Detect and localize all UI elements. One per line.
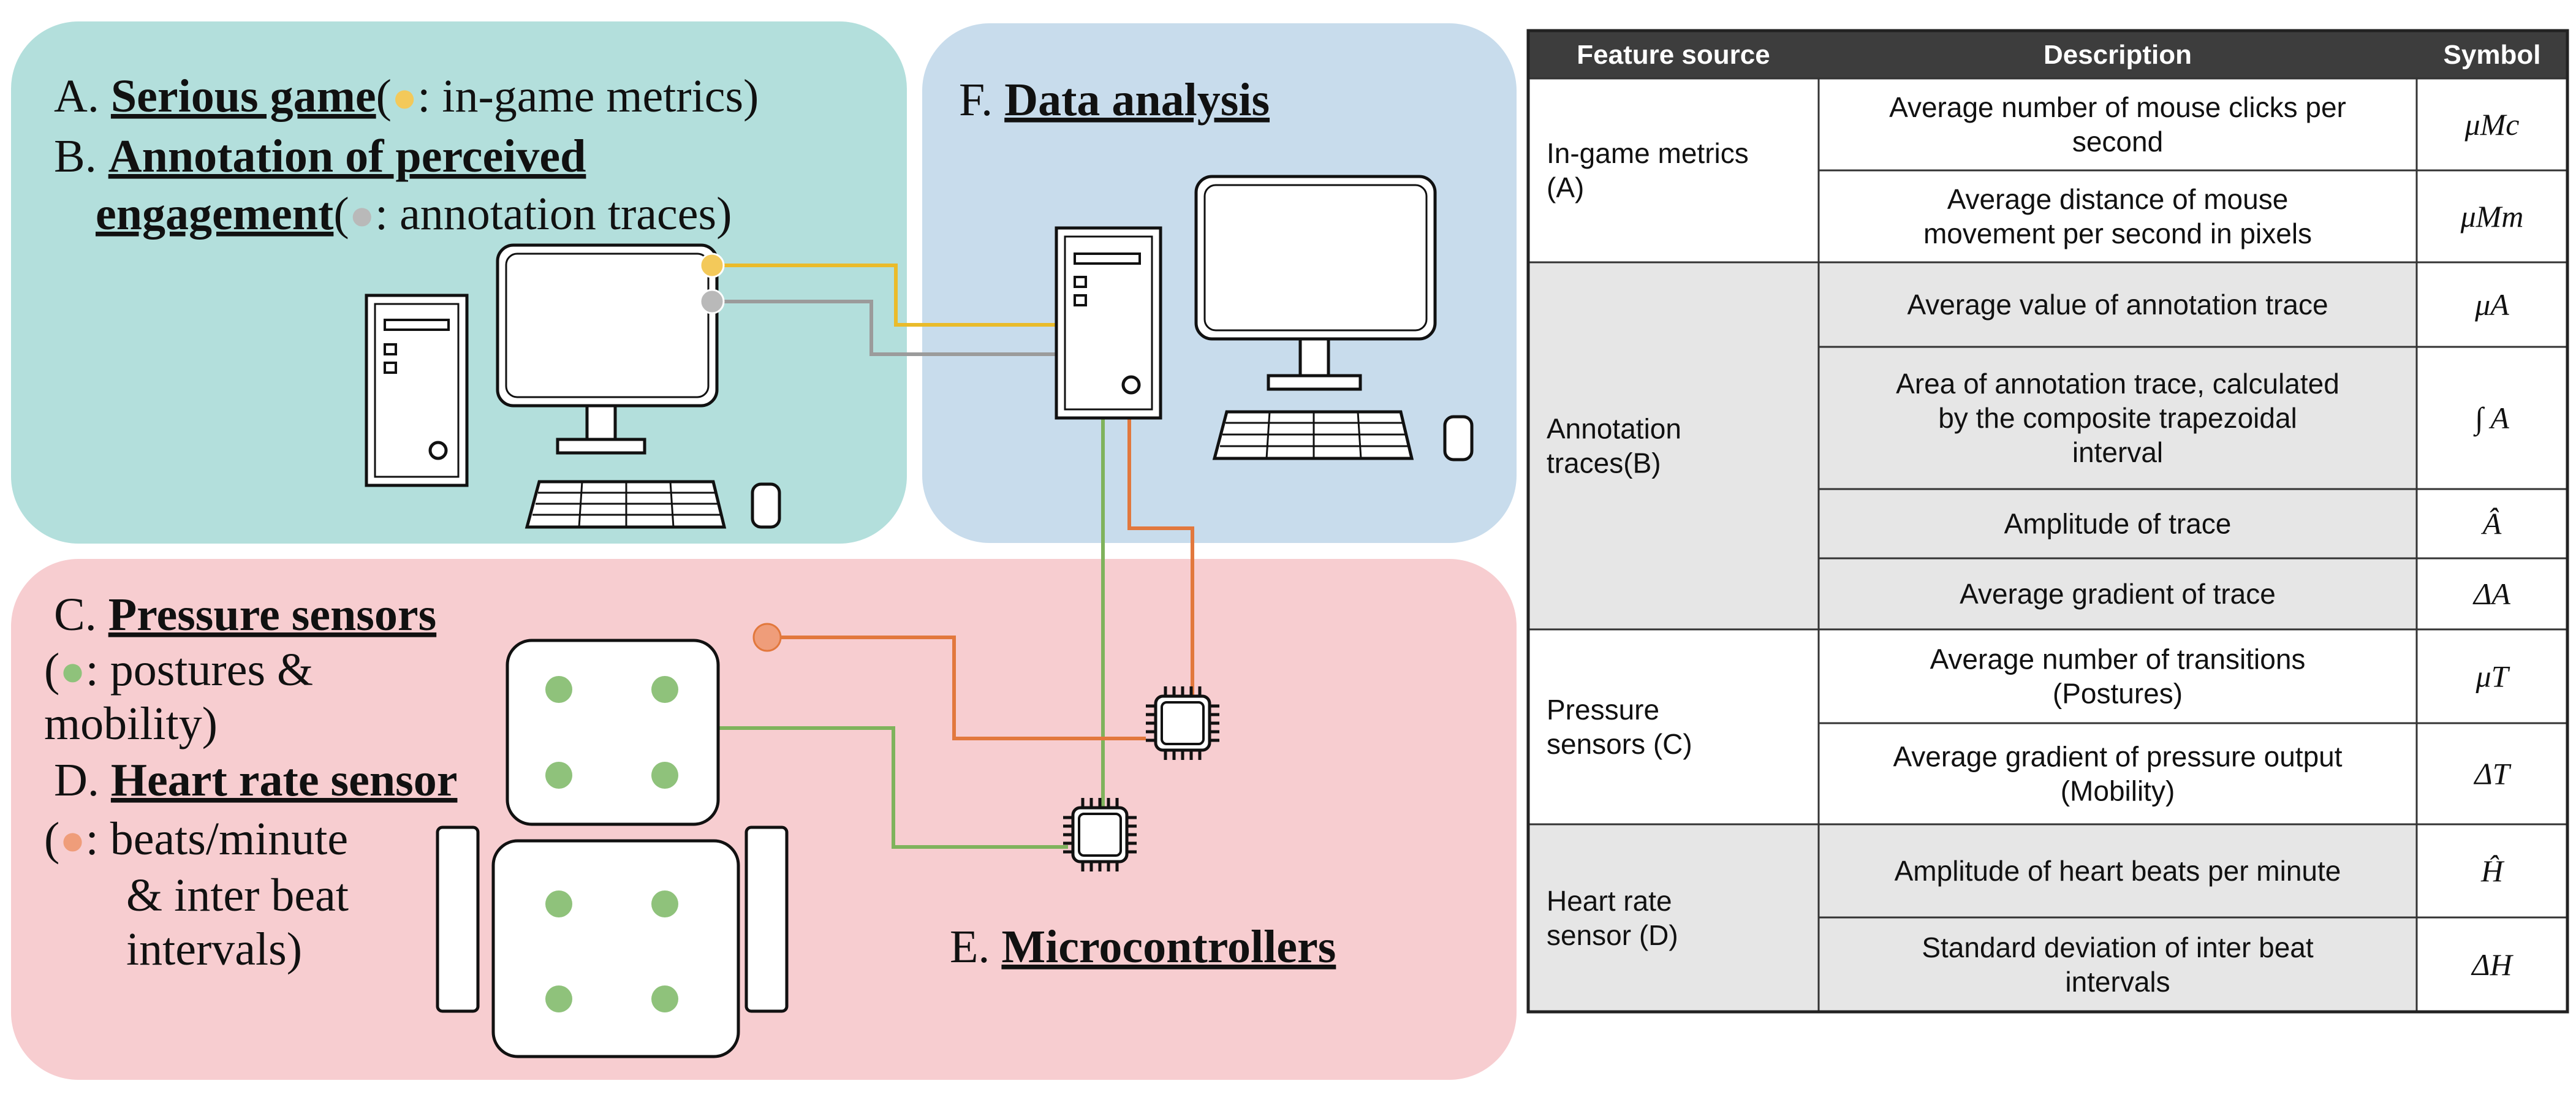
feature-description: Average number of transitions(Postures) — [1930, 643, 2306, 710]
feature-symbol: ΔA — [2472, 577, 2510, 611]
table-header-bar — [1528, 31, 2567, 78]
label-c-note: (●: postures & — [44, 644, 313, 696]
microcontroller-chip-lower — [1063, 798, 1137, 871]
game-panel — [11, 21, 907, 544]
label-b: B. Annotation of perceived — [54, 131, 586, 182]
table-source-cell — [1527, 823, 1820, 1013]
analysis-computer-monitor — [1194, 175, 1437, 391]
feature-symbol: μA — [2474, 287, 2509, 322]
label-d-note-line3: intervals) — [126, 924, 302, 975]
table-row — [1817, 557, 2418, 631]
sensor-panel — [11, 559, 1517, 1080]
label-c: C. Pressure sensors — [54, 589, 436, 640]
label-f: F. Data analysis — [959, 74, 1270, 126]
table-row — [1817, 628, 2418, 724]
pressure-legend-dot: ● — [59, 648, 85, 695]
feature-source-label: In-game metrics(A) — [1547, 137, 1749, 203]
feature-description: Average gradient of pressure output(Mobi… — [1893, 741, 2342, 807]
pressure-seat-wire — [718, 726, 1068, 849]
table-row — [1817, 722, 2418, 826]
table-header-cell: Feature source — [1577, 40, 1770, 70]
feature-description: Amplitude of heart beats per minute — [1895, 855, 2341, 887]
chair-left-armrest — [436, 826, 480, 1013]
annotation-legend-dot: ● — [349, 192, 375, 239]
table-symbol-cell — [2415, 722, 2569, 826]
analysis-computer-mouse — [1443, 415, 1474, 461]
chair-right-armrest — [744, 826, 789, 1013]
feature-symbol: Â — [2481, 507, 2502, 541]
feature-description: Average value of annotation trace — [1907, 289, 2328, 321]
microcontroller-chip-upper — [1146, 686, 1219, 760]
table-source-cell — [1527, 77, 1820, 264]
game-computer-keyboard — [525, 480, 727, 529]
in-game-metrics-wire — [711, 264, 1065, 327]
in-game-metrics-legend-dot: ● — [392, 74, 417, 121]
table-symbol-cell — [2415, 169, 2569, 264]
in-game-metrics-dot — [699, 252, 725, 278]
heart-to-pc-wire — [1127, 417, 1194, 706]
heart-rate-legend-dot: ● — [59, 817, 85, 864]
label-a: A. Serious game(●: in-game metrics) — [54, 70, 759, 122]
table-row — [1817, 488, 2418, 560]
feature-symbol: μMc — [2464, 107, 2520, 142]
chair-backrest — [506, 639, 720, 826]
annotation-trace-dot — [699, 289, 725, 314]
label-d-note-line2: & inter beat — [126, 870, 349, 921]
annotation-trace-wire — [711, 300, 1065, 356]
feature-symbol: ∫ A — [2473, 401, 2509, 437]
analysis-computer-tower — [1055, 226, 1162, 420]
table-border — [1526, 29, 2569, 1014]
feature-description: Average gradient of trace — [1960, 578, 2276, 610]
heart-rate-sensor-dot — [752, 623, 782, 652]
game-computer-monitor — [496, 243, 719, 455]
pressure-sensor-dots — [545, 676, 678, 1012]
feature-symbol: μMm — [2460, 199, 2524, 233]
feature-description: Amplitude of trace — [2004, 508, 2232, 540]
table-symbol-cell — [2415, 346, 2569, 490]
table-symbol-cell — [2415, 261, 2569, 348]
game-computer-mouse — [751, 482, 781, 529]
feature-symbol: ΔT — [2473, 757, 2511, 791]
label-e: E. Microcontrollers — [950, 921, 1336, 973]
label-b-line2: engagement(●: annotation traces) — [96, 188, 732, 240]
feature-symbol: μT — [2476, 659, 2510, 694]
table-header-cell: Description — [2044, 40, 2192, 70]
table-header-cell: Symbol — [2444, 40, 2541, 70]
heart-sensor-wire — [767, 636, 1146, 740]
chair-seat — [491, 839, 740, 1058]
table-source-cell — [1527, 261, 1820, 631]
analysis-computer-keyboard — [1212, 410, 1414, 460]
table-row — [1817, 261, 2418, 348]
label-c-note-line2: mobility) — [44, 698, 218, 750]
label-d-note: (●: beats/minute — [44, 813, 348, 865]
label-d: D. Heart rate sensor — [54, 754, 457, 806]
table-symbol-cell — [2415, 628, 2569, 724]
table-symbol-cell — [2415, 77, 2569, 172]
table-source-cell — [1527, 628, 1820, 826]
feature-symbol: ΔH — [2471, 947, 2513, 982]
game-computer-tower — [365, 294, 469, 487]
feature-symbol: Ĥ — [2480, 854, 2505, 888]
